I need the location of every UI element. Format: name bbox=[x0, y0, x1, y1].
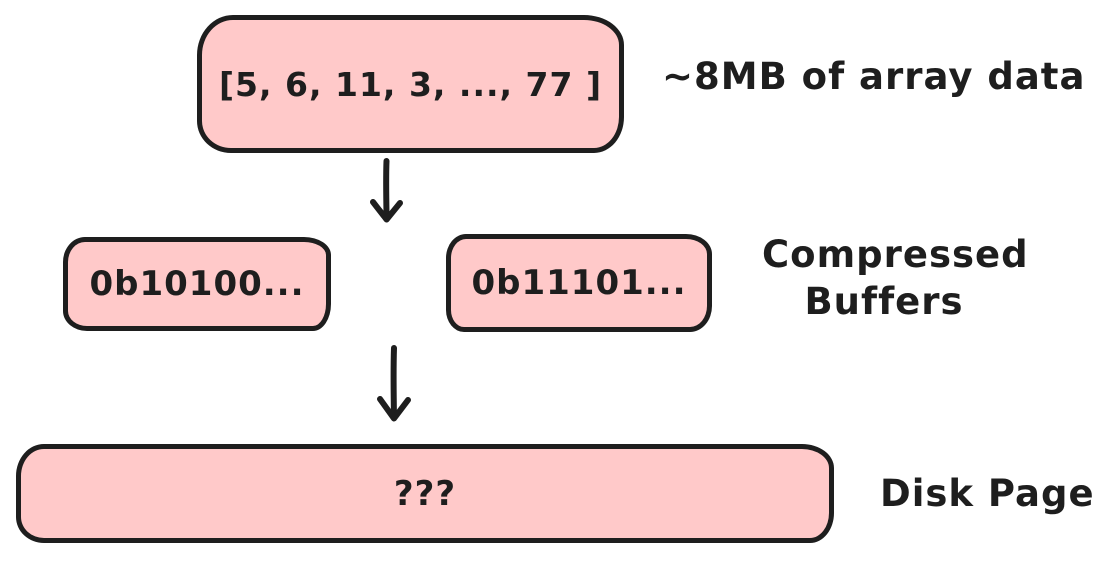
down-arrow-icon bbox=[364, 157, 410, 229]
down-arrow-icon bbox=[370, 343, 418, 429]
compressed-buffer-left-box: 0b10100... bbox=[63, 237, 331, 331]
compressed-buffer-left-text: 0b10100... bbox=[89, 264, 305, 304]
disk-page-text: ??? bbox=[393, 473, 457, 514]
compressed-buffers-label-line1: Compressed bbox=[762, 233, 1029, 276]
disk-page-box: ??? bbox=[16, 444, 834, 543]
array-data-box: [5, 6, 11, 3, ..., 77 ] bbox=[197, 15, 624, 153]
disk-page-label: Disk Page bbox=[880, 472, 1095, 515]
compressed-buffers-label-line2: Buffers bbox=[804, 280, 964, 323]
array-data-text: [5, 6, 11, 3, ..., 77 ] bbox=[218, 64, 603, 104]
array-data-label: ~8MB of array data bbox=[662, 55, 1086, 98]
compressed-buffers-label: Compressed Buffers bbox=[762, 231, 1029, 325]
compressed-buffer-right-box: 0b11101... bbox=[446, 234, 712, 332]
compressed-buffer-right-text: 0b11101... bbox=[471, 263, 687, 303]
